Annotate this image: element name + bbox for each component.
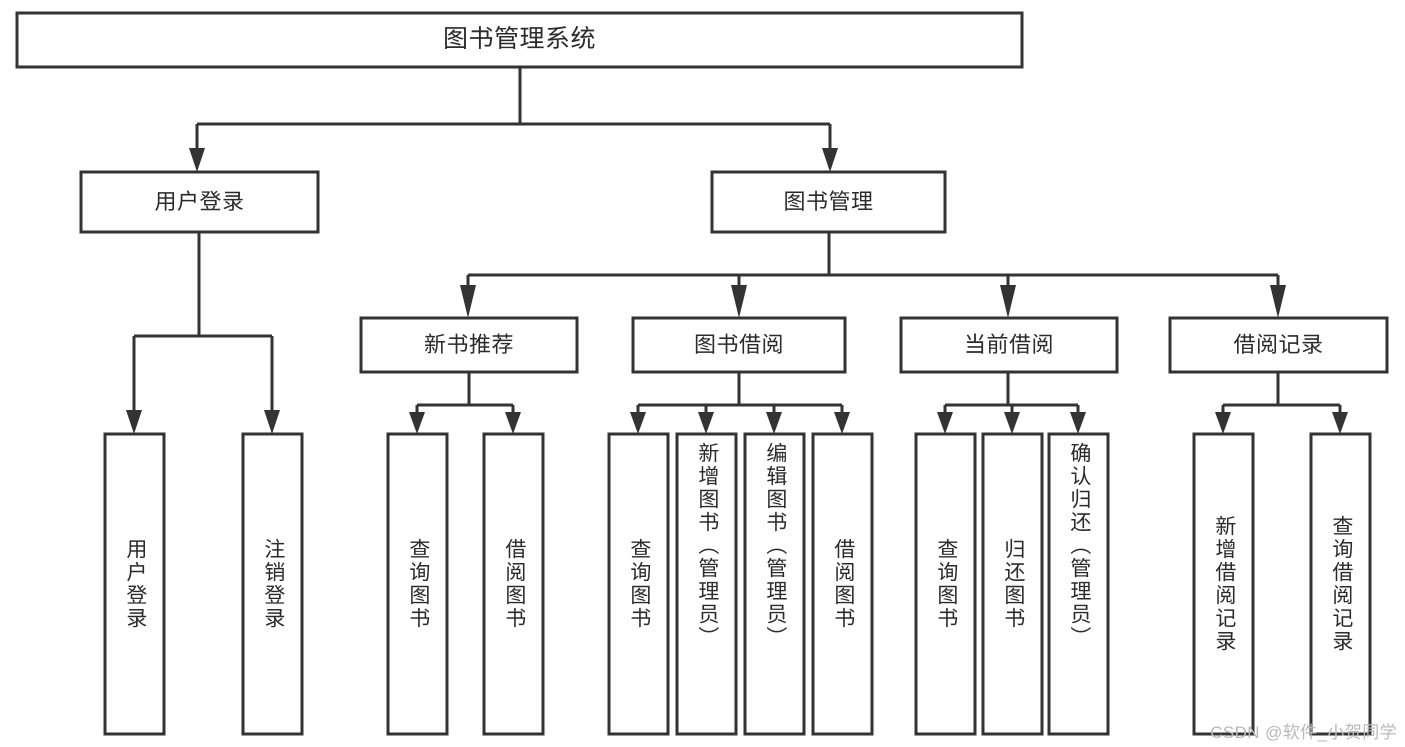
leaf-node-leaf-user-login-box[interactable] — [103, 432, 166, 736]
level2-node-current-borrow-box[interactable] — [899, 316, 1119, 374]
arrow-leaf-add-book — [698, 412, 714, 434]
leaf-node-leaf-logout-box[interactable] — [241, 432, 304, 736]
arrow-borrow-record — [1270, 285, 1286, 318]
arrow-new-book-recommend — [460, 285, 476, 318]
leaf-node-leaf-return-book-box[interactable] — [981, 432, 1044, 736]
arrow-user-login — [189, 148, 205, 172]
leaf-node-leaf-query-book-3-box[interactable] — [914, 432, 977, 736]
level2-node-new-book-recommend-box[interactable] — [359, 316, 579, 374]
arrow-leaf-borrow-book-1 — [505, 412, 521, 434]
root-node-box[interactable] — [15, 11, 1024, 69]
level1-node-book-management-box[interactable] — [710, 170, 947, 234]
arrow-leaf-query-book-3 — [937, 412, 953, 434]
leaf-node-leaf-query-record-box[interactable] — [1309, 432, 1372, 736]
arrow-leaf-borrow-book-2 — [834, 412, 850, 434]
leaf-node-leaf-add-book-box[interactable] — [675, 432, 738, 736]
arrow-leaf-query-book-2 — [630, 412, 646, 434]
arrow-leaf-query-book-1 — [409, 412, 425, 434]
leaf-node-leaf-borrow-book-2-box[interactable] — [811, 432, 874, 736]
leaf-node-leaf-edit-book-box[interactable] — [743, 432, 806, 736]
arrow-book-management — [822, 148, 838, 172]
arrow-current-borrow — [1000, 285, 1016, 318]
arrow-leaf-query-record — [1332, 412, 1348, 434]
leaf-node-leaf-confirm-return-box[interactable] — [1047, 432, 1110, 736]
leaf-node-leaf-query-book-1-box[interactable] — [386, 432, 449, 736]
level2-node-book-borrow-box[interactable] — [631, 316, 847, 374]
watermark-text: CSDN @软件_小贺同学 — [1210, 723, 1397, 742]
level1-node-user-login-box[interactable] — [79, 170, 320, 234]
arrow-leaf-return-book — [1004, 412, 1020, 434]
arrow-leaf-confirm-return — [1070, 412, 1086, 434]
arrow-book-borrow — [731, 285, 747, 318]
leaf-node-leaf-borrow-book-1-box[interactable] — [482, 432, 545, 736]
leaf-node-leaf-add-record-box[interactable] — [1192, 432, 1255, 736]
arrow-leaf-edit-book — [766, 412, 782, 434]
arrow-leaf-add-record — [1215, 412, 1231, 434]
arrow-leaf-logout — [264, 410, 280, 434]
arrow-leaf-user-login — [126, 410, 142, 434]
leaf-node-leaf-query-book-2-box[interactable] — [607, 432, 670, 736]
level2-node-borrow-record-box[interactable] — [1168, 316, 1389, 374]
